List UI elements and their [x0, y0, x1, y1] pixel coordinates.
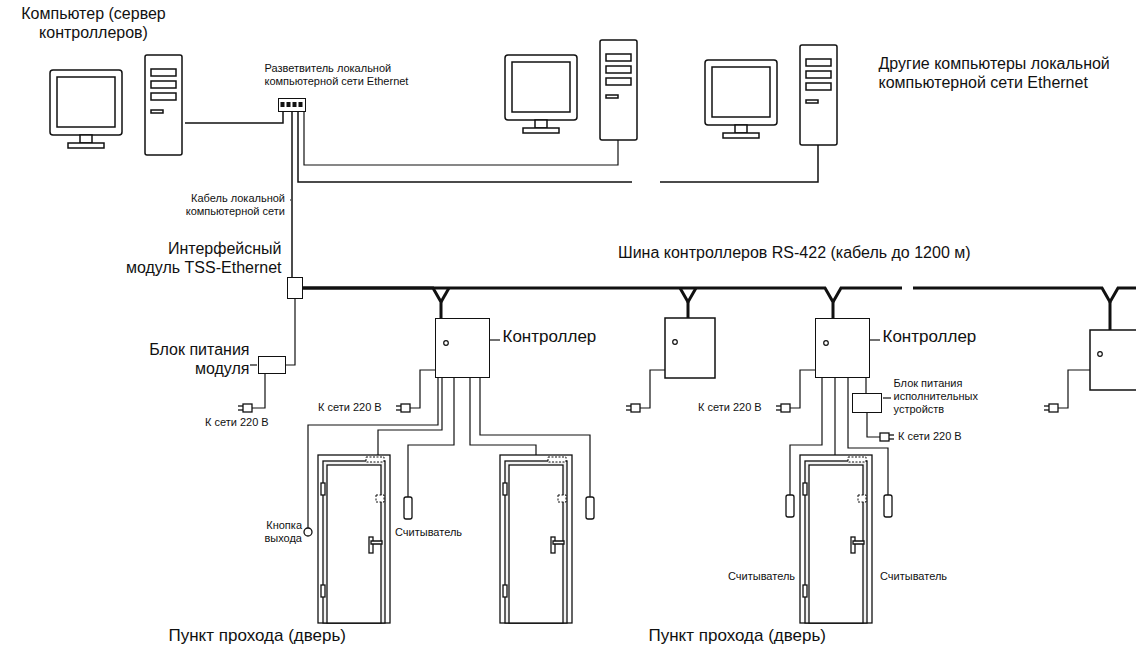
door-icon [318, 455, 390, 623]
node-label: Пункт прохода (дверь) [169, 626, 369, 646]
node-label: Контроллер [883, 327, 1003, 347]
mains-plug [880, 433, 894, 441]
cable-line [286, 299, 295, 365]
hub-port [287, 102, 291, 107]
node-shape [318, 455, 390, 623]
card-reader [884, 495, 892, 517]
mains-plug [776, 404, 790, 412]
controller-icon [1090, 330, 1136, 390]
wire [640, 370, 665, 408]
door-point: Пункт прохода (дверь) [800, 455, 872, 623]
leader-line [290, 200, 291, 201]
card-reader [404, 497, 412, 519]
node-shape [50, 55, 185, 155]
lock-dot [1098, 352, 1103, 357]
bus-line [687, 302, 690, 318]
card-reader [586, 497, 594, 519]
line-break [902, 282, 913, 294]
node-shape [816, 319, 871, 379]
wire [867, 413, 880, 437]
wire [790, 370, 815, 408]
wire [250, 364, 257, 365]
lock-dot [824, 341, 829, 346]
mains-plug [626, 404, 640, 412]
node-shape [288, 278, 304, 300]
other-computer: Другие компьютеры локальной компьютерной… [705, 45, 840, 145]
computer-icon [705, 45, 837, 145]
hub-port [299, 102, 303, 107]
node-label: Контроллер [503, 327, 623, 347]
node-label: Разветвитель локальной компьютерной сети… [265, 62, 440, 88]
node-label: Пункт прохода (дверь) [649, 626, 849, 646]
controller-box: Контроллер [435, 318, 490, 378]
node-shape [259, 357, 287, 375]
ethernet-hub: Разветвитель локальной компьютерной сети… [278, 98, 306, 112]
node-shape [800, 455, 872, 623]
wire [410, 370, 435, 408]
mains-plug [396, 404, 410, 412]
mains-plug [1044, 404, 1058, 412]
cable-line [185, 112, 283, 123]
note-label: Кнопка выхода [248, 519, 302, 545]
wire [1058, 370, 1090, 408]
door-icon [500, 455, 572, 623]
bus-line [680, 288, 696, 302]
note-label: К сети 220 В [205, 416, 269, 429]
note-label: К сети 220 В [318, 401, 382, 414]
power-supply: Блок питания модуля [258, 356, 286, 374]
server-computer: Компьютер (сервер контроллеров) [50, 55, 185, 155]
controller-icon [665, 318, 715, 378]
computer-icon [50, 55, 182, 155]
hub-port [281, 102, 285, 107]
cable-line [291, 112, 293, 277]
leader-line [870, 339, 880, 340]
node-shape [705, 45, 840, 145]
bus-label: Шина контроллеров RS-422 (кабель до 1200… [618, 243, 971, 262]
door-point: Пункт прохода (дверь) [318, 455, 390, 623]
bus-line [303, 288, 441, 318]
node-label: Блок питания модуля [138, 340, 250, 378]
power-supply: Блок питания исполнительных устройств [852, 393, 882, 413]
controller-box: Контроллер [815, 318, 870, 378]
node-shape [436, 319, 491, 379]
node-label: Компьютер (сервер контроллеров) [4, 4, 184, 42]
wire [883, 397, 891, 398]
hub-port [293, 102, 297, 107]
leader-line [490, 339, 500, 340]
note-label: Считыватель [728, 570, 795, 583]
bus-line [303, 288, 833, 318]
cable-line [865, 378, 866, 393]
bus-line [441, 288, 449, 302]
line-break [632, 178, 660, 187]
lock-dot [673, 340, 678, 345]
note-label: Считыватель [395, 526, 462, 539]
node-label: Другие компьютеры локальной компьютерной… [879, 54, 1114, 92]
cable-line [834, 378, 835, 455]
card-reader [786, 495, 794, 517]
lock-dot [444, 341, 449, 346]
door-icon [800, 455, 872, 623]
computer-icon [505, 40, 637, 140]
cable-line [378, 378, 442, 455]
exit-button [304, 528, 312, 536]
interface-module: Интерфейсный модуль TSS-Ethernet [287, 277, 303, 299]
note-label: К сети 220 В [698, 401, 762, 414]
note-label: К сети 220 В [898, 430, 962, 443]
bus-line [1109, 302, 1112, 330]
wire [304, 112, 618, 165]
wire [408, 378, 454, 497]
node-shape [279, 99, 307, 113]
node-label: Интерфейсный модуль TSS-Ethernet [115, 239, 282, 277]
wire [252, 374, 265, 408]
node-shape [853, 394, 883, 414]
mains-plug [238, 404, 252, 412]
edge-label: Кабель локальной компьютерной сети [175, 192, 285, 218]
node-label: Блок питания исполнительных устройств [894, 377, 1006, 417]
note-label: Считыватель [880, 570, 947, 583]
bus-line [833, 288, 1136, 302]
